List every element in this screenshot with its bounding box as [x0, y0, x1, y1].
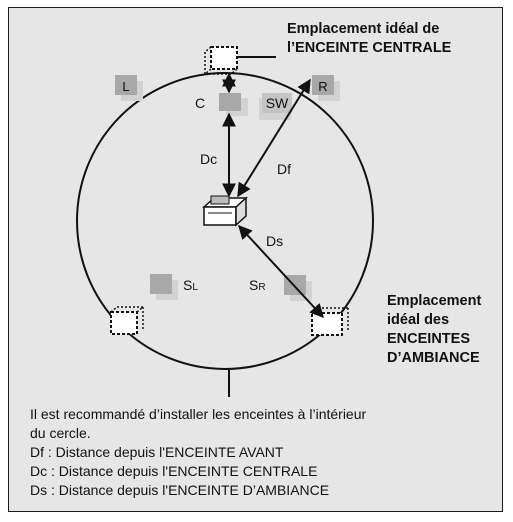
ideal-center-caption-line2: l’ENCEINTE CENTRALE: [287, 40, 452, 56]
df-arrow: [237, 78, 311, 198]
surround-left-speaker: SL: [150, 274, 198, 300]
ideal-center-caption: Emplacement idéal de l’ENCEINTE CENTRALE: [287, 20, 451, 58]
left-speaker-label: L: [122, 79, 129, 94]
surround-left-label: SL: [183, 277, 198, 293]
ideal-surround-caption-line4: D’AMBIANCE: [387, 350, 480, 366]
ideal-center-position: [204, 46, 238, 75]
center-speaker: C: [195, 93, 248, 116]
right-speaker: R: [312, 75, 340, 101]
ideal-surround-caption-line1: Emplacement: [387, 293, 482, 309]
right-speaker-label: R: [318, 79, 327, 94]
subwoofer-label: SW: [266, 95, 289, 111]
ideal-surround-caption-line3: ENCEINTES: [387, 331, 470, 347]
note-ds: Ds : Distance depuis l'ENCEINTE D’AMBIAN…: [30, 482, 330, 498]
notes-block: Il est recommandé d’installer les encein…: [30, 405, 366, 500]
ideal-surround-caption: Emplacement idéal des ENCEINTES D’AMBIAN…: [387, 292, 481, 368]
surround-right-label: SR: [249, 277, 266, 293]
df-label: Df: [277, 161, 291, 177]
left-speaker: L: [115, 75, 143, 101]
ideal-surround-left-position: [110, 306, 144, 335]
note-recommendation-line1: Il est recommandé d’installer les encein…: [30, 406, 367, 422]
surround-right-speaker: SR: [249, 275, 312, 301]
dc-label: Dc: [200, 151, 217, 167]
note-dc: Dc : Distance depuis l'ENCEINTE CENTRALE: [30, 463, 318, 479]
listening-position-icon: [202, 195, 248, 227]
ds-arrow: [238, 224, 324, 319]
note-recommendation-line2: du cercle.: [30, 425, 91, 441]
ds-label: Ds: [266, 233, 283, 249]
note-df: Df : Distance depuis l'ENCEINTE AVANT: [30, 444, 284, 460]
ideal-surround-caption-line2: idéal des: [387, 312, 450, 328]
ideal-center-caption-line1: Emplacement idéal de: [287, 21, 440, 37]
center-speaker-label: C: [195, 95, 205, 111]
